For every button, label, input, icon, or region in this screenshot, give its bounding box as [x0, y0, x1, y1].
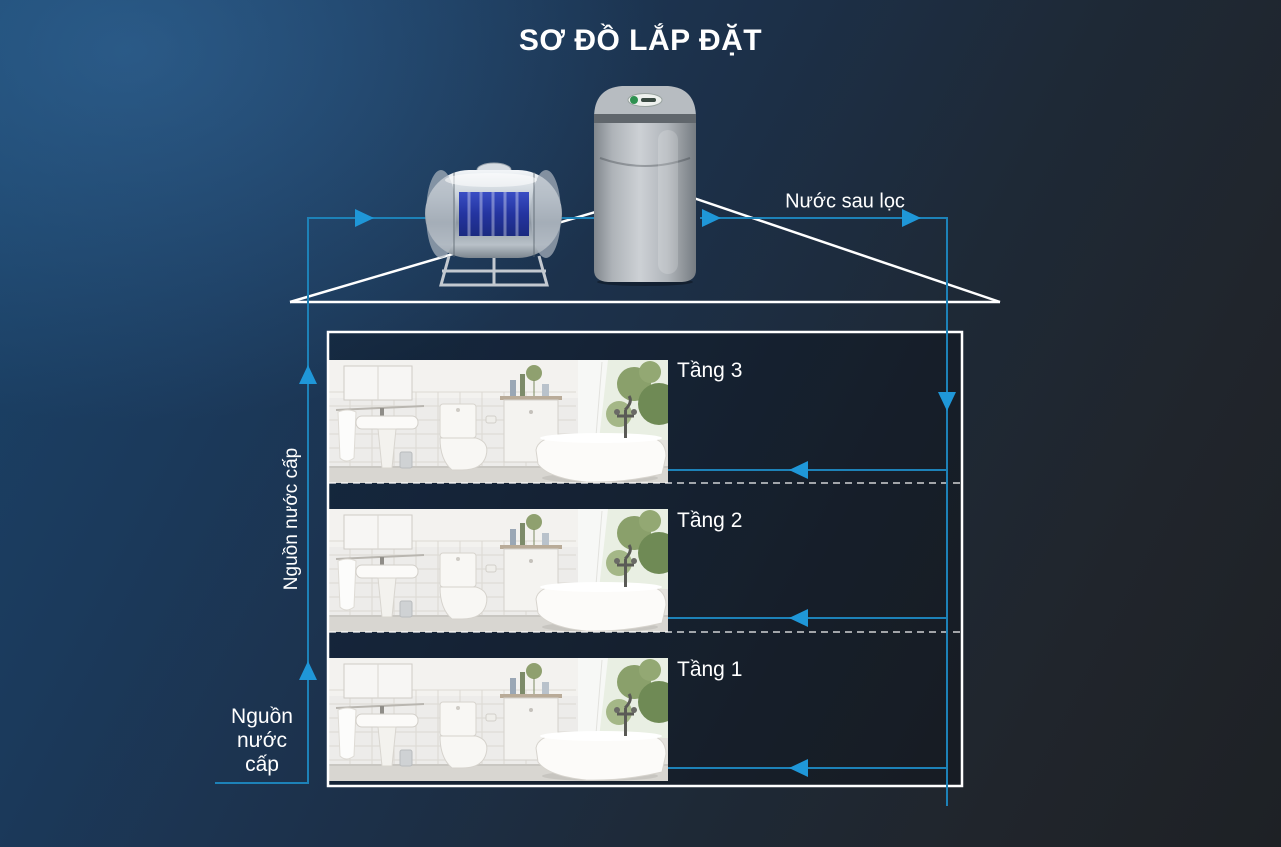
supply-label-line-3: cấp [245, 753, 279, 776]
arrow-left-icon [789, 609, 808, 627]
supply-water-label-vertical: Nguồn nước cấp [281, 447, 302, 591]
arrow-up-icon [299, 661, 317, 680]
supply-label-line-1: Nguồn [231, 705, 293, 728]
floor-2-label: Tầng 2 [677, 509, 743, 532]
tank-stand [439, 255, 549, 287]
softener-band [594, 114, 696, 123]
filtered-water-label: Nước sau lọc [785, 190, 905, 213]
softener-body [594, 118, 696, 282]
arrow-right-icon [902, 209, 921, 227]
supply-label-line-2: nước [236, 729, 288, 752]
floor-1-label: Tầng 1 [677, 658, 743, 681]
arrow-right-icon [355, 209, 374, 227]
arrow-down-icon [938, 392, 956, 411]
floor-3-label: Tầng 3 [677, 359, 743, 382]
floor-divider-dashed [329, 482, 961, 633]
arrow-left-icon [789, 759, 808, 777]
brand-logo-oval [627, 93, 663, 107]
arrow-up-icon [299, 365, 317, 384]
arrow-right-icon [702, 209, 721, 227]
water-tank [425, 162, 562, 287]
flow-arrows [299, 209, 956, 777]
supply-water-label-bottom: Nguồn nước cấp [231, 705, 293, 777]
water-softener [594, 86, 696, 286]
arrow-left-icon [789, 461, 808, 479]
tank-blue-band [459, 192, 529, 236]
house-outline [326, 330, 964, 788]
page-title: SƠ ĐỒ LẮP ĐẶT [518, 24, 763, 57]
